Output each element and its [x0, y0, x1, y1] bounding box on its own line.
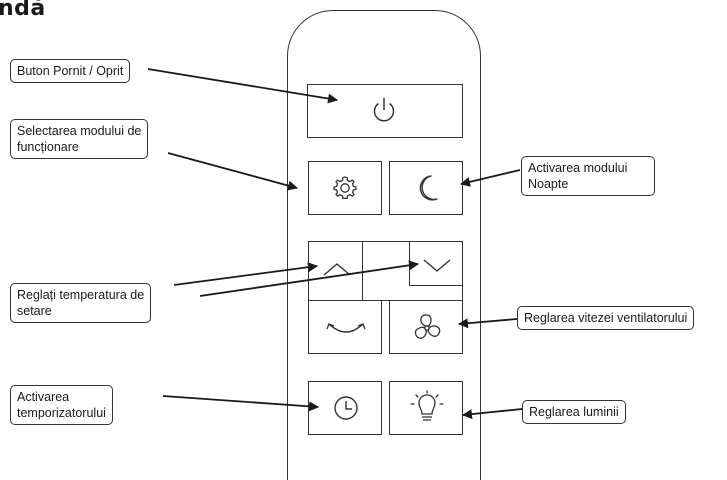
callout-night-line1: Activarea modului	[528, 161, 628, 175]
night-leader-line	[460, 169, 521, 187]
light-leader-line	[462, 408, 523, 420]
timer-leader-line	[162, 395, 319, 412]
clock-icon	[334, 396, 358, 420]
remote-control-body	[287, 10, 481, 480]
callout-light: Reglarea luminii	[522, 400, 626, 424]
mode-leader-line	[167, 152, 298, 191]
power-icon	[373, 98, 395, 122]
callout-timer: Activarea temporizatorului	[10, 385, 113, 425]
fan-speed-button[interactable]	[389, 300, 463, 354]
leader-lines	[147, 68, 523, 420]
chevron-down-icon	[423, 259, 451, 272]
timer-button[interactable]	[308, 381, 382, 435]
power-leader-line	[147, 68, 338, 104]
callout-temperature: Reglați temperatura de setare	[10, 283, 152, 323]
power-button[interactable]	[307, 84, 463, 138]
night-mode-button[interactable]	[389, 161, 463, 215]
temp-down-leader-line	[199, 260, 419, 297]
swing-icon	[326, 323, 366, 333]
temp-up-leader-line	[173, 262, 318, 286]
callout-power-text: Buton Pornit / Oprit	[17, 64, 124, 78]
fan-icon	[414, 314, 441, 339]
callout-temperature-line2: setare	[17, 304, 52, 318]
mode-button[interactable]	[308, 161, 382, 215]
callout-mode-line2: funcționare	[17, 140, 79, 154]
swing-button[interactable]	[308, 300, 382, 354]
chevron-up-icon	[323, 263, 351, 276]
callout-fan-text: Reglarea vitezei ventilatorului	[524, 311, 688, 325]
moon-icon	[419, 175, 438, 201]
callout-timer-line1: Activarea	[17, 390, 70, 404]
callout-night: Activarea modului Noapte	[521, 156, 655, 196]
callout-mode-line1: Selectarea modului de	[17, 124, 142, 138]
callout-timer-line2: temporizatorului	[17, 406, 106, 420]
callout-mode: Selectarea modului de funcționare	[10, 119, 149, 159]
callout-light-text: Reglarea luminii	[529, 405, 619, 419]
fan-leader-line	[458, 318, 518, 329]
bulb-icon	[410, 390, 444, 421]
callout-power: Buton Pornit / Oprit	[10, 59, 131, 83]
callout-night-line2: Noapte	[528, 177, 569, 191]
page-title: ndă	[0, 0, 46, 21]
callout-temperature-line1: Reglați temperatura de	[17, 288, 145, 302]
callout-fan: Reglarea vitezei ventilatorului	[517, 306, 695, 330]
gear-icon	[333, 176, 357, 199]
light-button[interactable]	[389, 381, 463, 435]
